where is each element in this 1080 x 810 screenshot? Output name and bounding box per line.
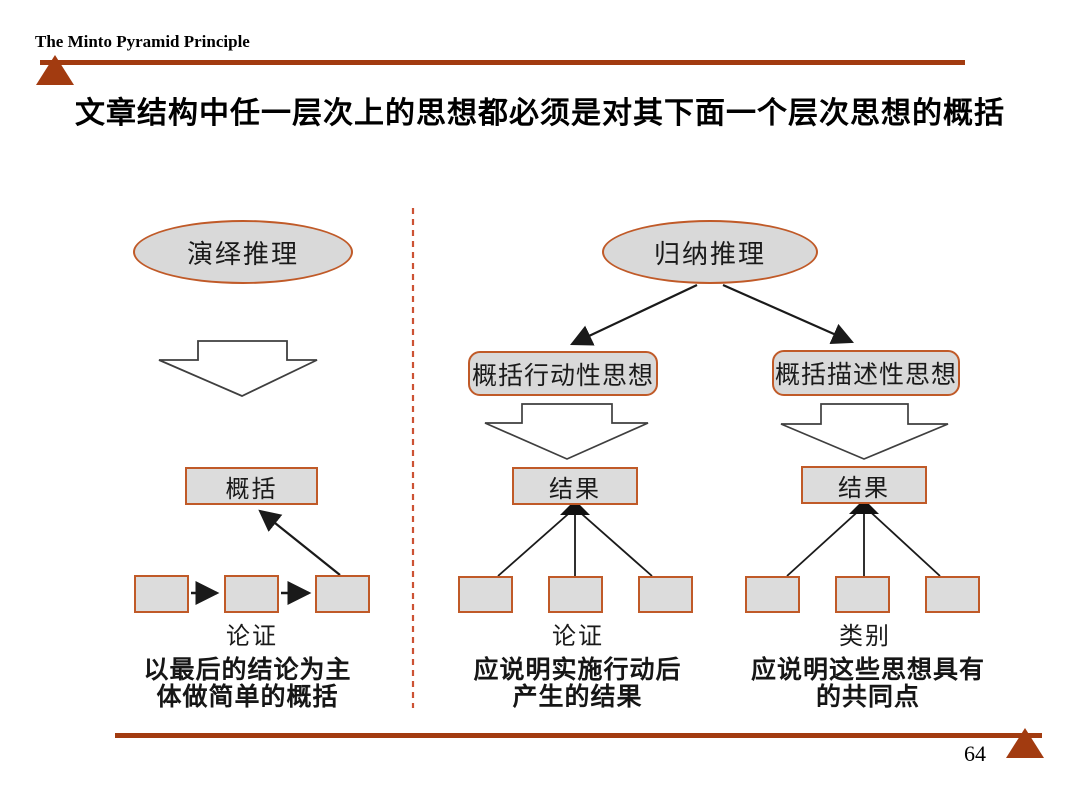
slide-title: 文章结构中任一层次上的思想都必须是对其下面一个层次思想的概括 xyxy=(75,97,1005,130)
left-evidence-box-2 xyxy=(224,575,279,613)
branch2-caption-line2: 的共同点 xyxy=(815,683,920,711)
slide-header-label: The Minto Pyramid Principle xyxy=(35,32,250,51)
branch1-item-box-2 xyxy=(548,576,603,613)
inductive-root-ellipse: 归纳推理 xyxy=(602,220,818,284)
left-block-down-arrow-icon xyxy=(158,340,318,397)
branch2-block-down-arrow-icon xyxy=(780,403,949,460)
branch2-bottom-label: 类别 xyxy=(839,624,891,650)
summary-box-label: 概括 xyxy=(225,476,278,503)
deductive-root-label: 演绎推理 xyxy=(186,239,299,269)
inductive-root-label: 归纳推理 xyxy=(653,239,766,269)
branch2-result-box: 结果 xyxy=(801,466,927,504)
branch2-item-box-3 xyxy=(925,576,980,613)
deductive-root-ellipse: 演绎推理 xyxy=(133,220,353,284)
top-accent-triangle-icon xyxy=(36,55,74,85)
root-to-branch1-arrow xyxy=(570,284,698,346)
root-to-branch2-arrow xyxy=(722,283,855,345)
branch2-caption-line1: 应说明这些思想具有 xyxy=(750,656,985,684)
branch1-bottom-label: 论证 xyxy=(552,624,604,650)
left-evidence-box-1 xyxy=(134,575,189,613)
branch2-item-box-2 xyxy=(835,576,890,613)
branch1-result-label: 结果 xyxy=(549,476,601,503)
branch2-fan-line-3 xyxy=(863,505,941,577)
branch1-block-down-arrow-icon xyxy=(484,403,649,460)
branch1-item-box-3 xyxy=(638,576,693,613)
branch2-item-box-1 xyxy=(745,576,800,613)
summary-box: 概括 xyxy=(185,467,318,505)
branch1-caption-line1: 应说明实施行动后 xyxy=(473,656,682,684)
page-number: 64 xyxy=(964,741,986,766)
left-evidence-box-3 xyxy=(315,575,370,613)
bottom-accent-triangle-icon xyxy=(1006,728,1044,758)
branch1-result-box: 结果 xyxy=(512,467,638,505)
branch2-idea-label: 概括描述性思想 xyxy=(774,362,957,389)
branch1-fan-line-3 xyxy=(574,507,653,577)
left-evidence-label: 论证 xyxy=(226,624,278,650)
left-caption-line1: 以最后的结论为主 xyxy=(143,656,352,684)
left-arrow-box3-to-summary xyxy=(258,509,341,576)
branch1-item-box-1 xyxy=(458,576,513,613)
branch1-caption-line2: 产生的结果 xyxy=(512,683,643,711)
branch2-fan-line-1 xyxy=(786,505,865,577)
left-caption-line2: 体做简单的概括 xyxy=(156,683,339,711)
branch1-caption: 应说明实施行动后 产生的结果 xyxy=(440,657,715,711)
branch1-idea-label: 概括行动性思想 xyxy=(471,362,654,390)
top-rule-bar xyxy=(40,60,965,65)
branch2-result-label: 结果 xyxy=(838,475,890,502)
left-caption: 以最后的结论为主 体做简单的概括 xyxy=(110,657,385,711)
branch2-idea-box: 概括描述性思想 xyxy=(772,350,960,396)
branch1-fan-line-1 xyxy=(497,507,576,577)
branch1-idea-box: 概括行动性思想 xyxy=(468,351,658,396)
branch2-caption: 应说明这些思想具有 的共同点 xyxy=(728,657,1008,711)
bottom-rule-bar xyxy=(115,733,1042,738)
